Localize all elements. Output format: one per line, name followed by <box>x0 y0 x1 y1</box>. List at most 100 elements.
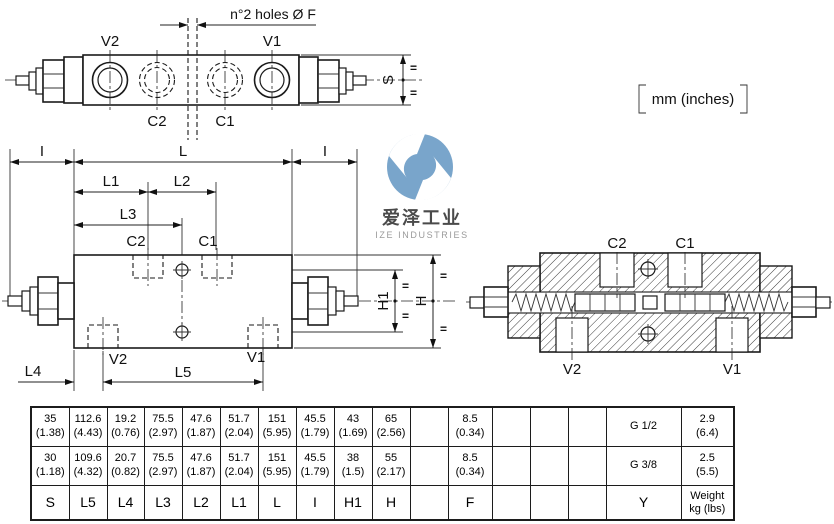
mounting-hole-bottom <box>173 323 191 341</box>
cell-blank <box>491 446 531 486</box>
cell-h-2: 55 (2.17) <box>371 446 411 486</box>
section-left-fitting <box>469 286 509 318</box>
logo-swirl-top <box>389 133 425 178</box>
eq-mark: = <box>402 309 409 323</box>
header-l4: L4 <box>106 485 145 521</box>
port-c2-top <box>138 50 176 110</box>
logo-watermark: 爱泽工业 IZE INDUSTRIES <box>375 133 468 240</box>
cell-i-2: 45.5 (1.79) <box>295 446 335 486</box>
label-c2-top: C2 <box>147 113 166 130</box>
label-l2: L2 <box>174 173 191 190</box>
header-blank <box>409 485 449 521</box>
cell-l5-2: 109.6 (4.32) <box>68 446 108 486</box>
label-l4: L4 <box>25 363 42 380</box>
label-c1-top: C1 <box>215 113 234 130</box>
eq-mark: = <box>440 269 447 283</box>
top-view-right-fitting <box>298 56 367 104</box>
front-right-fitting <box>291 276 359 326</box>
cell-s-1: 35 (1.38) <box>30 406 70 447</box>
section-right-fitting <box>791 286 831 318</box>
cell-weight-1: 2.9 (6.4) <box>680 406 735 447</box>
holes-note: n°2 holes Ø F <box>230 6 316 22</box>
eq-mark: = <box>410 86 417 100</box>
cell-blank <box>567 406 607 447</box>
cell-blank <box>409 406 449 447</box>
label-c2-section: C2 <box>607 235 626 252</box>
port-c1-top <box>206 50 244 110</box>
label-l5: L5 <box>175 364 192 381</box>
cell-s-2: 30 (1.18) <box>30 446 70 486</box>
cell-f-2: 8.5 (0.34) <box>447 446 493 486</box>
table-row-g38: 30 (1.18) 109.6 (4.32) 20.7 (0.82) 75.5 … <box>30 446 735 486</box>
header-l5: L5 <box>68 485 108 521</box>
cell-h-1: 65 (2.56) <box>371 406 411 447</box>
cell-y-2: G 3/8 <box>605 446 682 486</box>
cell-l2-2: 47.6 (1.87) <box>181 446 221 486</box>
top-view-left-fitting <box>15 56 84 104</box>
label-h: H <box>413 296 430 307</box>
dim-h1: H1 = = <box>375 270 409 332</box>
header-f: F <box>447 485 493 521</box>
label-s: S <box>380 75 397 85</box>
cell-blank <box>491 406 531 447</box>
section-view: C2 C1 V2 V1 <box>466 235 832 378</box>
label-l1: L1 <box>103 173 120 190</box>
table-header-row: S L5 L4 L3 L2 L1 L I H1 H F Y Weight kg … <box>30 485 735 521</box>
cell-l5-1: 112.6 (4.43) <box>68 406 108 447</box>
ext-lines-bottom <box>73 349 264 391</box>
logo-en-text: IZE INDUSTRIES <box>375 230 468 240</box>
label-v1-section: V1 <box>723 361 741 378</box>
left-spring <box>511 292 576 313</box>
header-l1: L1 <box>219 485 259 521</box>
cell-blank <box>529 446 569 486</box>
left-sleeve-detail <box>589 294 621 311</box>
label-v2-top: V2 <box>101 33 119 50</box>
dim-h: H = = <box>413 255 447 348</box>
header-l2: L2 <box>181 485 221 521</box>
cell-l1-2: 51.7 (2.04) <box>219 446 259 486</box>
cell-blank <box>529 406 569 447</box>
label-i-right: I <box>323 143 327 160</box>
cell-l-1: 151 (5.95) <box>257 406 297 447</box>
header-s: S <box>30 485 70 521</box>
header-h1: H1 <box>333 485 373 521</box>
eq-mark: = <box>402 279 409 293</box>
logo-swirl-bottom <box>415 156 451 201</box>
center-coupling <box>642 295 658 310</box>
cell-l3-2: 75.5 (2.97) <box>143 446 183 486</box>
label-c1-front: C1 <box>198 233 217 250</box>
ext-lines-right <box>190 254 441 349</box>
cell-i-1: 45.5 (1.79) <box>295 406 335 447</box>
port-v2-front <box>87 317 119 355</box>
label-i-left: I <box>40 143 44 160</box>
header-blank <box>491 485 531 521</box>
label-c1-section: C1 <box>675 235 694 252</box>
cell-h1-2: 38 (1.5) <box>333 446 373 486</box>
technical-drawing: n°2 holes Ø F V2 V1 C2 C1 S = = mm (inch… <box>2 6 832 391</box>
section-hole-top <box>638 259 658 279</box>
dimension-table: 35 (1.38) 112.6 (4.43) 19.2 (0.76) 75.5 … <box>30 406 735 521</box>
header-h: H <box>371 485 411 521</box>
cell-l2-1: 47.6 (1.87) <box>181 406 221 447</box>
dim-s: S = = <box>301 54 417 106</box>
header-l: L <box>257 485 297 521</box>
label-v1-top: V1 <box>263 33 281 50</box>
label-l: L <box>179 143 187 160</box>
header-i: I <box>295 485 335 521</box>
eq-mark: = <box>410 61 417 75</box>
cell-blank <box>567 446 607 486</box>
cell-f-1: 8.5 (0.34) <box>447 406 493 447</box>
cell-blank <box>409 446 449 486</box>
table-row-g12: 35 (1.38) 112.6 (4.43) 19.2 (0.76) 75.5 … <box>30 406 735 447</box>
section-hole-bottom <box>638 324 658 344</box>
eq-mark: = <box>440 322 447 336</box>
right-spring <box>724 292 789 313</box>
port-v2-top <box>91 50 129 110</box>
ext-lines-top <box>9 149 358 303</box>
port-v1-front <box>247 317 279 355</box>
front-view: I L I L1 L2 L3 C2 C1 <box>2 143 456 391</box>
label-l3: L3 <box>120 206 137 223</box>
right-sleeve-detail <box>679 294 711 311</box>
label-v2-front: V2 <box>109 351 127 368</box>
